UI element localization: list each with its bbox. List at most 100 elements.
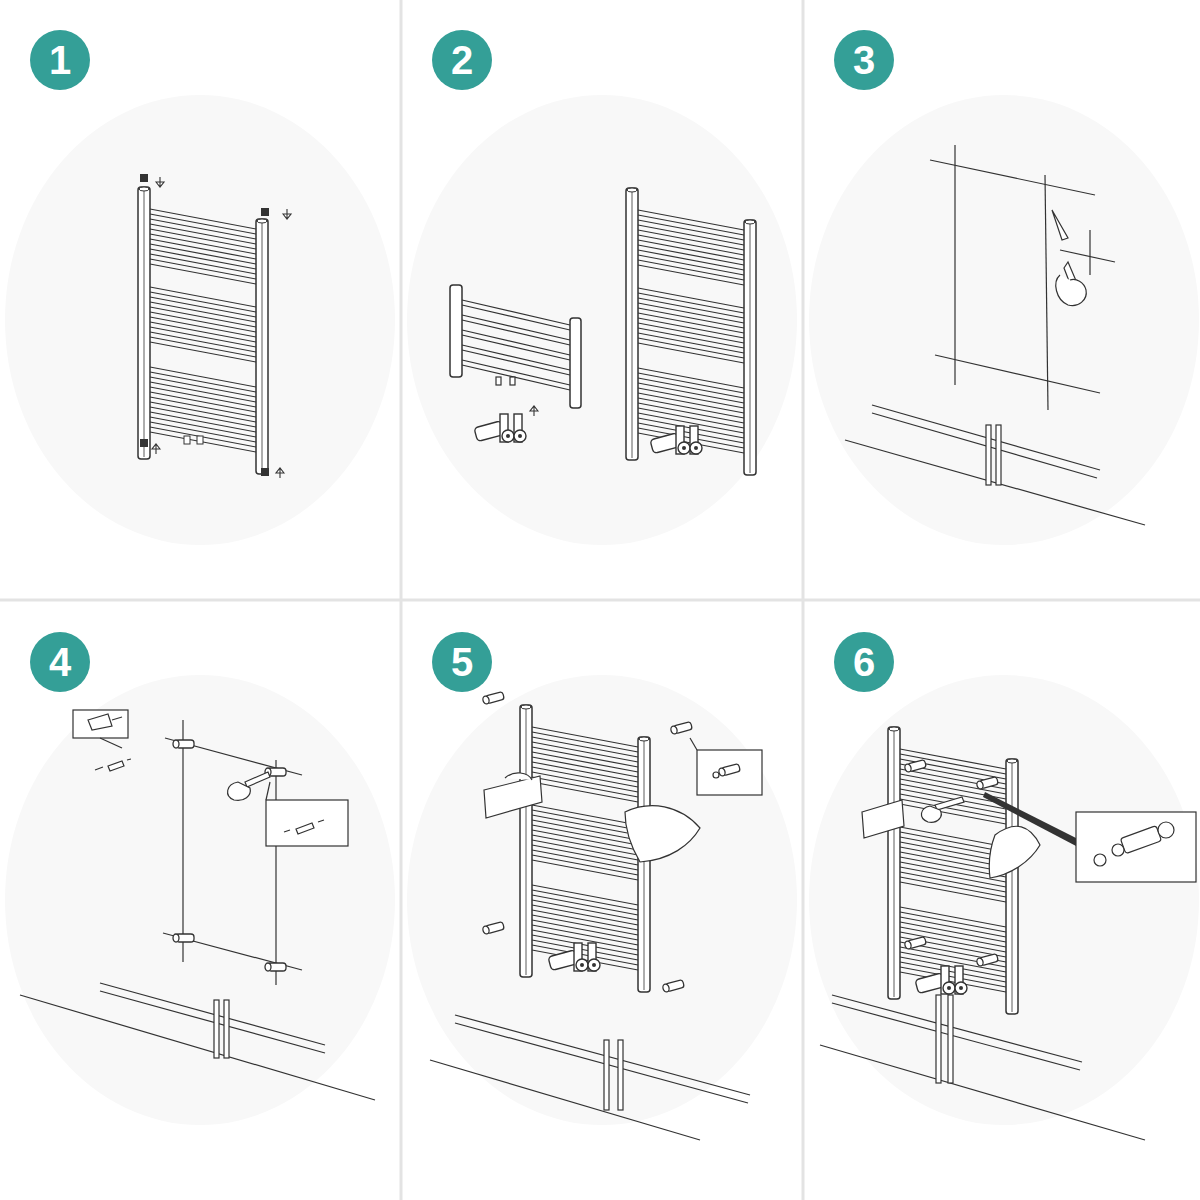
panel-backgrounds bbox=[407, 95, 797, 545]
protective-wrap bbox=[484, 773, 700, 862]
detail-inset bbox=[284, 820, 324, 834]
step-number: 1 bbox=[30, 30, 90, 90]
end-caps bbox=[283, 209, 291, 219]
radiator-section bbox=[462, 300, 570, 390]
leader-line bbox=[983, 792, 1076, 846]
valve bbox=[530, 406, 538, 416]
wall-plugs bbox=[482, 921, 504, 934]
detail-inset bbox=[88, 714, 112, 730]
hand-pencil bbox=[1056, 275, 1086, 306]
wall-marking bbox=[163, 720, 302, 985]
floor-pipes bbox=[430, 1060, 700, 1140]
floor-pipes bbox=[214, 1000, 219, 1058]
leader-line bbox=[983, 792, 1076, 846]
end-caps bbox=[261, 208, 269, 216]
protective-wrap bbox=[935, 797, 964, 810]
floor-pipes bbox=[455, 1015, 750, 1095]
panel-backgrounds bbox=[5, 95, 395, 545]
floor-pipes bbox=[455, 1023, 748, 1103]
floor-pipes bbox=[820, 1045, 1145, 1140]
wall-marking bbox=[1052, 210, 1068, 240]
floor-pipes bbox=[430, 1015, 750, 1140]
step-number: 3 bbox=[834, 30, 894, 90]
wall-plugs bbox=[482, 691, 504, 704]
wall-brackets bbox=[904, 759, 998, 966]
detail-inset bbox=[713, 772, 719, 778]
step-number-text: 5 bbox=[451, 642, 473, 682]
floor-pipes bbox=[872, 413, 1097, 478]
wall-marking bbox=[165, 738, 302, 775]
floor-pipes bbox=[996, 425, 1001, 485]
detail-inset bbox=[690, 738, 762, 795]
wall-marking bbox=[930, 145, 1115, 410]
protective-wrap bbox=[921, 806, 941, 822]
detail-inset bbox=[266, 782, 270, 800]
detail-inset bbox=[1076, 812, 1196, 882]
end-caps bbox=[140, 174, 291, 478]
detail-inset bbox=[1120, 826, 1161, 854]
wall-plugs bbox=[173, 934, 194, 942]
end-caps bbox=[156, 177, 164, 187]
panel-backgrounds bbox=[5, 675, 395, 1125]
protective-wrap bbox=[862, 800, 904, 838]
hand-drill bbox=[228, 782, 251, 800]
hand-drill bbox=[245, 772, 270, 787]
floor-pipes bbox=[618, 1040, 623, 1110]
panel-backgrounds bbox=[407, 675, 797, 1125]
protective-wrap bbox=[505, 773, 532, 780]
detail-inset bbox=[1158, 822, 1174, 838]
floor-pipes bbox=[986, 425, 991, 485]
floor-pipes bbox=[948, 995, 953, 1083]
detail-inset bbox=[266, 800, 348, 846]
radiator-section bbox=[570, 318, 581, 408]
panel-backgrounds bbox=[809, 675, 1199, 1125]
floor-pipes bbox=[100, 991, 325, 1053]
towel-radiator bbox=[548, 943, 600, 971]
towel-radiator bbox=[626, 188, 756, 475]
towel-radiator bbox=[520, 705, 650, 992]
floor-pipes bbox=[100, 983, 325, 1045]
step-number: 4 bbox=[30, 632, 90, 692]
detail-inset bbox=[1094, 854, 1106, 866]
wall-marking bbox=[182, 720, 183, 962]
wall-plugs bbox=[173, 740, 286, 971]
wall-plugs bbox=[670, 721, 692, 734]
radiator-section bbox=[496, 377, 501, 385]
wall-marking bbox=[163, 933, 302, 970]
panel-backgrounds bbox=[5, 95, 1199, 1125]
towel-radiator bbox=[138, 187, 268, 474]
step-number-text: 3 bbox=[853, 40, 875, 80]
end-caps bbox=[276, 468, 284, 478]
towel-radiator bbox=[520, 705, 650, 992]
floor-pipes bbox=[820, 995, 1145, 1140]
detail-inset bbox=[112, 717, 122, 720]
panel-backgrounds bbox=[809, 95, 1199, 545]
wall-marking bbox=[935, 355, 1100, 393]
detail-inset bbox=[697, 750, 762, 795]
end-caps bbox=[261, 468, 269, 476]
step-number-text: 4 bbox=[49, 642, 71, 682]
towel-radiator bbox=[184, 436, 190, 444]
step-number-text: 2 bbox=[451, 40, 473, 80]
wall-marking bbox=[1089, 230, 1090, 275]
floor-pipes bbox=[936, 995, 941, 1083]
grid-lines bbox=[0, 599, 1200, 602]
floor-pipes bbox=[604, 1040, 609, 1110]
hand-pencil bbox=[1056, 262, 1086, 306]
detail-inset bbox=[718, 763, 740, 776]
floor-pipes bbox=[20, 995, 375, 1100]
step-number-text: 6 bbox=[853, 642, 875, 682]
detail-inset bbox=[100, 738, 122, 748]
wall-marking bbox=[1045, 175, 1048, 410]
wall-marking bbox=[954, 145, 955, 385]
floor-pipes bbox=[832, 995, 1082, 1062]
end-caps bbox=[140, 439, 148, 447]
wall-brackets bbox=[976, 953, 998, 966]
wall-plugs bbox=[265, 963, 286, 971]
detail-inset bbox=[73, 710, 128, 738]
